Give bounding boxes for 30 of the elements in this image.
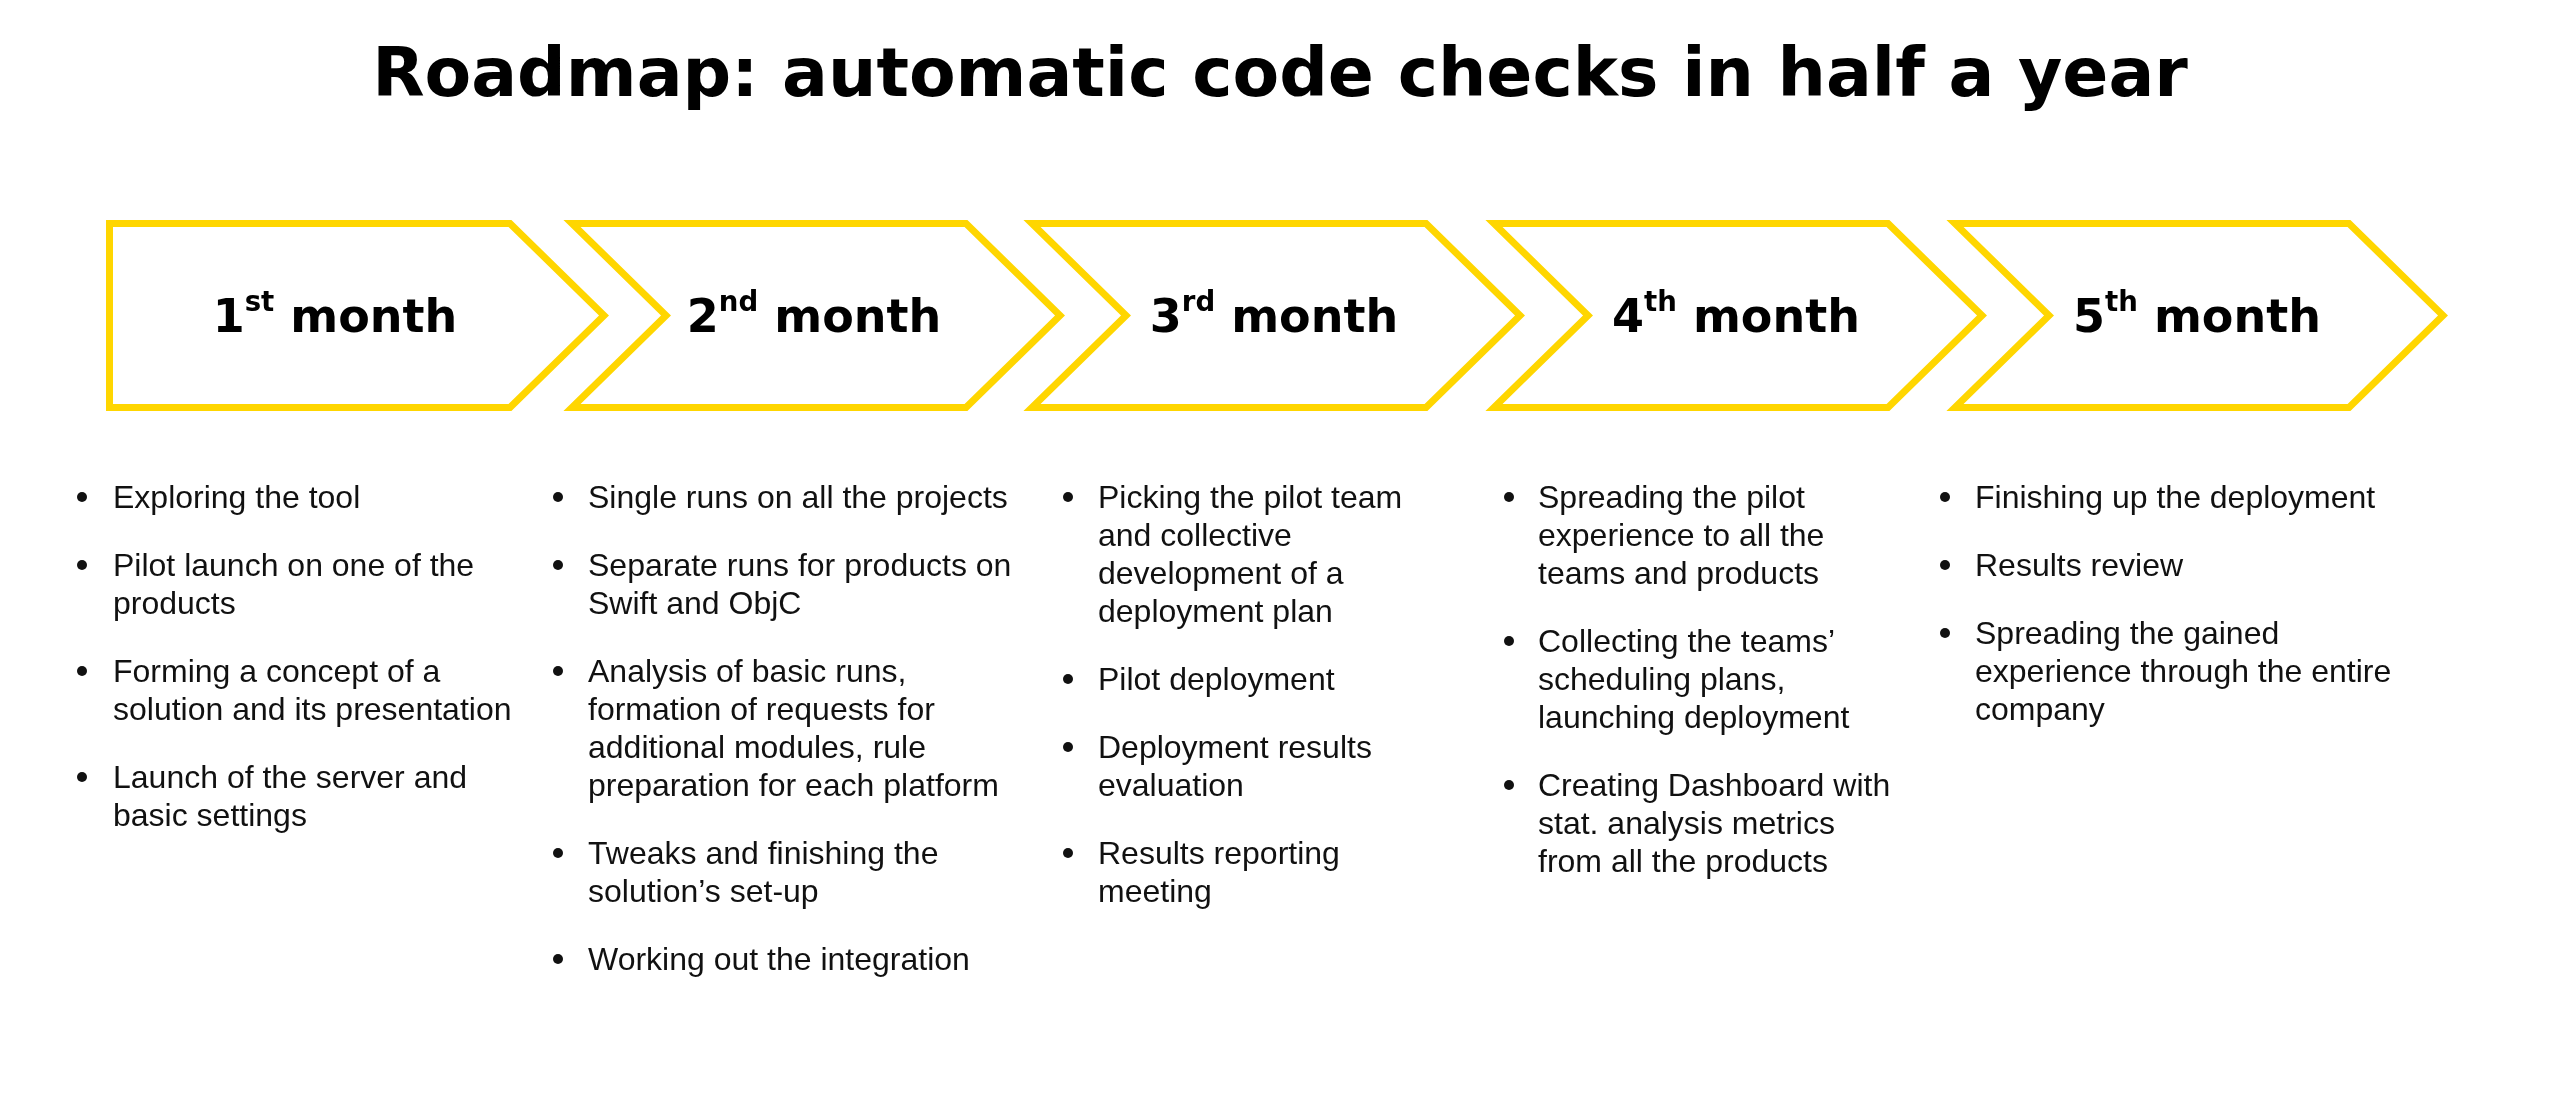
bullet-text: Launch of the server and basic settings: [113, 758, 468, 834]
step-label: 5$^{th}$ month: [2073, 287, 2321, 344]
chevron-step: [1945, 220, 2449, 411]
chevron-step: [562, 220, 1066, 411]
chevron-step: [1484, 220, 1988, 411]
chevron-step: [1022, 220, 1526, 411]
bullet-text: Picking the pilot team and collective development of a deployment plan: [1098, 478, 1404, 630]
chevron-step: [106, 220, 610, 411]
bullet-text: Pilot deployment: [1098, 660, 1336, 698]
bullet-text: Pilot launch on one of the products: [113, 546, 476, 622]
bullet-text: Deployment results evaluation: [1098, 728, 1373, 804]
bullet-text: Finishing up the deployment: [1975, 478, 2377, 516]
bullet-text: Single runs on all the projects: [588, 478, 1009, 516]
bullet-text: Creating Dashboard with stat. analysis metrics from all the products: [1538, 766, 1892, 880]
bullet-text: Forming a concept of a solution and its presentation: [113, 652, 513, 728]
bullet-text: Results reporting meeting: [1098, 834, 1341, 910]
bullet-text: Analysis of basic runs, formation of requests for additional modules, rule preparation for each platform: [588, 652, 1000, 804]
bullet-text: Separate runs for products on Swift and ObjC: [588, 546, 1013, 622]
bullet-text: Collecting the teams’ scheduling plans, launching deployment: [1538, 622, 1851, 736]
bullet-text: Results review: [1975, 546, 2185, 584]
step-label: 2$^{nd}$ month: [686, 287, 942, 344]
bullet-text: Spreading the pilot experience to all the teams and products: [1538, 478, 1826, 592]
bullet-text: Exploring the tool: [113, 478, 362, 516]
bullet-text: Working out the integration: [588, 940, 971, 978]
step-label: 3$^{rd}$ month: [1149, 287, 1399, 344]
bullet-text: Spreading the gained experience through the entire company: [1975, 614, 2393, 728]
step-label: 1$^{st}$ month: [212, 287, 458, 344]
page-title: Roadmap: automatic code checks in half a year: [372, 32, 2188, 114]
bullet-text: Tweaks and finishing the solution’s set-up: [588, 834, 940, 910]
step-label: 4$^{th}$ month: [1612, 287, 1860, 344]
